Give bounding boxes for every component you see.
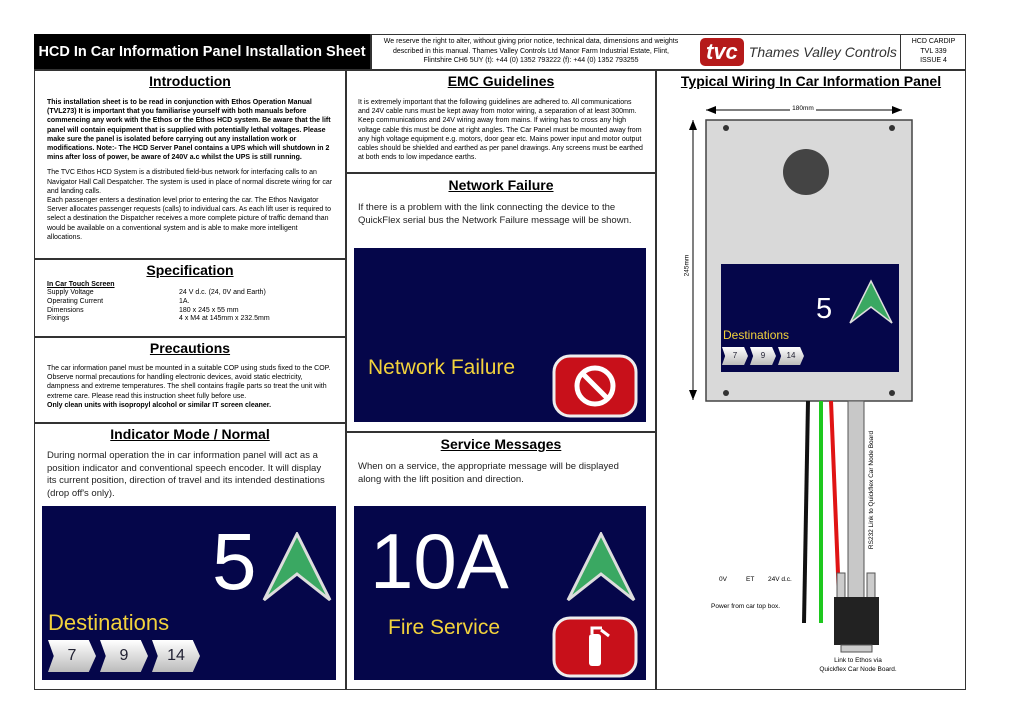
intro-paragraph: The TVC Ethos HCD System is a distribute… [47, 169, 333, 195]
floor-number: 5 [212, 517, 257, 606]
doc-code: TVL 339 [920, 47, 947, 55]
panel-screen [721, 264, 899, 372]
doc-code: ISSUE 4 [920, 57, 947, 64]
precautions-section: Precautions The car information panel mu… [34, 340, 346, 410]
section-heading: Indicator Mode / Normal [110, 426, 270, 442]
sheet-border [34, 34, 966, 690]
connector-icon [834, 597, 879, 645]
service-text: When on a service, the appropriate messa… [358, 461, 619, 485]
destinations-label: Destinations [48, 610, 170, 635]
spec-value: 4 x M4 at 145mm x 232.5mm [179, 315, 270, 323]
spec-row: Supply Voltage 24 V d.c. (24, 0V and Eart… [47, 289, 333, 298]
precautions-text: The car information panel must be mounte… [47, 365, 331, 400]
indicator-section: Indicator Mode / Normal During normal op… [34, 426, 346, 500]
screen-message: Fire Service [388, 616, 501, 639]
specification-section: Specification In Car Touch Screen Supply… [34, 262, 346, 324]
wire-0v [802, 400, 810, 624]
screen-message: Network Failure [368, 356, 516, 379]
indicator-text: During normal operation the in car infor… [47, 450, 325, 499]
wire-label: 24V d.c. [768, 576, 792, 583]
destinations-label: Destinations [723, 328, 790, 342]
section-heading: Typical Wiring In Car Information Panel [680, 73, 942, 89]
up-arrow-icon [262, 532, 332, 602]
width-dimension: 180mm [790, 105, 816, 112]
divider [345, 69, 347, 690]
fire-extinguisher-icon [552, 616, 638, 678]
page-title: HCD In Car Information Panel Installatio… [34, 34, 370, 69]
disclaimer-line: described in this manual. Thames Valley … [393, 47, 669, 55]
spec-label: Supply Voltage [47, 289, 94, 297]
destination-chip: 14 [778, 347, 804, 365]
spec-table: Supply Voltage 24 V d.c. (24, 0V and Eart… [47, 289, 333, 324]
spec-subtitle: In Car Touch Screen [47, 281, 115, 288]
emc-section: EMC Guidelines It is extremely important… [346, 73, 656, 162]
section-heading: Network Failure [448, 177, 554, 193]
logo-mark: tvc [700, 38, 744, 66]
wiring-diagram [689, 106, 913, 653]
wiring-section: Typical Wiring In Car Information Panel [656, 73, 966, 89]
cable-label: RS232 Link to Quickflex Car Node Board [868, 430, 875, 550]
section-heading: Introduction [149, 73, 231, 89]
spec-label: Operating Current [47, 297, 104, 305]
doc-code: HCD CARDIP [911, 38, 956, 45]
speaker-icon [783, 149, 829, 195]
intro-warning: This installation sheet is to be read in… [47, 99, 331, 162]
section-heading: Specification [146, 262, 234, 278]
up-arrow-icon [566, 532, 636, 602]
rs232-cable [847, 400, 865, 602]
spec-row: Operating Current 1A. [47, 298, 333, 307]
service-messages-section: Service Messages When on a service, the … [346, 436, 656, 486]
precautions-warning: Only clean units with isopropyl alcohol … [47, 401, 272, 409]
service-screen: 10A Fire Service [354, 506, 646, 680]
divider [346, 431, 656, 433]
up-arrow-icon [849, 279, 893, 324]
wire-label: ET [746, 576, 755, 583]
section-heading: EMC Guidelines [447, 73, 555, 89]
destination-chip: 9 [750, 347, 776, 365]
document-codes: HCD CARDIP TVL 339 ISSUE 4 [900, 34, 966, 69]
divider [655, 69, 657, 690]
destination-chip: 7 [722, 347, 748, 365]
destination-chip: 14 [152, 640, 200, 672]
link-note-line: Link to Ethos via [834, 657, 882, 664]
spec-value: 24 V d.c. (24, 0V and Earth) [179, 289, 266, 297]
section-heading: Service Messages [440, 436, 562, 452]
divider [34, 69, 966, 71]
floor-number: 10A [370, 517, 509, 605]
disclaimer: We reserve the right to alter, without g… [372, 37, 690, 66]
spec-row: Fixings 4 x M4 at 145mm x 232.5mm [47, 315, 333, 324]
divider [34, 422, 346, 424]
floor-number: 5 [816, 293, 833, 325]
section-heading: Precautions [149, 340, 231, 356]
indicator-screen: 5 Destinations 7 9 14 [42, 506, 336, 680]
disclaimer-line: We reserve the right to alter, without g… [383, 38, 679, 45]
destination-chip: 7 [48, 640, 96, 672]
divider [34, 258, 346, 260]
spec-value: 180 x 245 x 55 mm [179, 306, 239, 314]
no-entry-icon [552, 354, 638, 418]
network-failure-text: If there is a problem with the link conn… [358, 202, 632, 226]
divider [370, 34, 372, 69]
introduction-section: Introduction This installation sheet is … [34, 73, 346, 242]
spec-value: 1A. [179, 297, 190, 305]
destination-chip: 9 [100, 640, 148, 672]
wire-label: 0V [719, 576, 727, 583]
power-note: Power from car top box. [711, 603, 780, 610]
spec-label: Fixings [47, 315, 70, 323]
spec-row: Dimensions 180 x 245 x 55 mm [47, 307, 333, 316]
emc-text: It is extremely important that the follo… [358, 99, 643, 162]
network-failure-screen: Network Failure [354, 248, 646, 422]
link-note: Link to Ethos via Quickflex Car Node Boa… [800, 657, 916, 674]
intro-paragraph: Each passenger enters a destination leve… [47, 197, 332, 241]
logo-name: Thames Valley Controls [748, 44, 897, 60]
divider [346, 172, 656, 174]
network-failure-section: Network Failure If there is a problem wi… [346, 177, 656, 227]
link-note-line: Quickflex Car Node Board. [819, 665, 897, 673]
spec-label: Dimensions [47, 306, 84, 314]
disclaimer-line: Flintshire CH6 5UY (t): +44 (0) 1352 793… [423, 57, 639, 64]
divider [34, 336, 346, 338]
height-dimension: 245mm [683, 254, 691, 277]
